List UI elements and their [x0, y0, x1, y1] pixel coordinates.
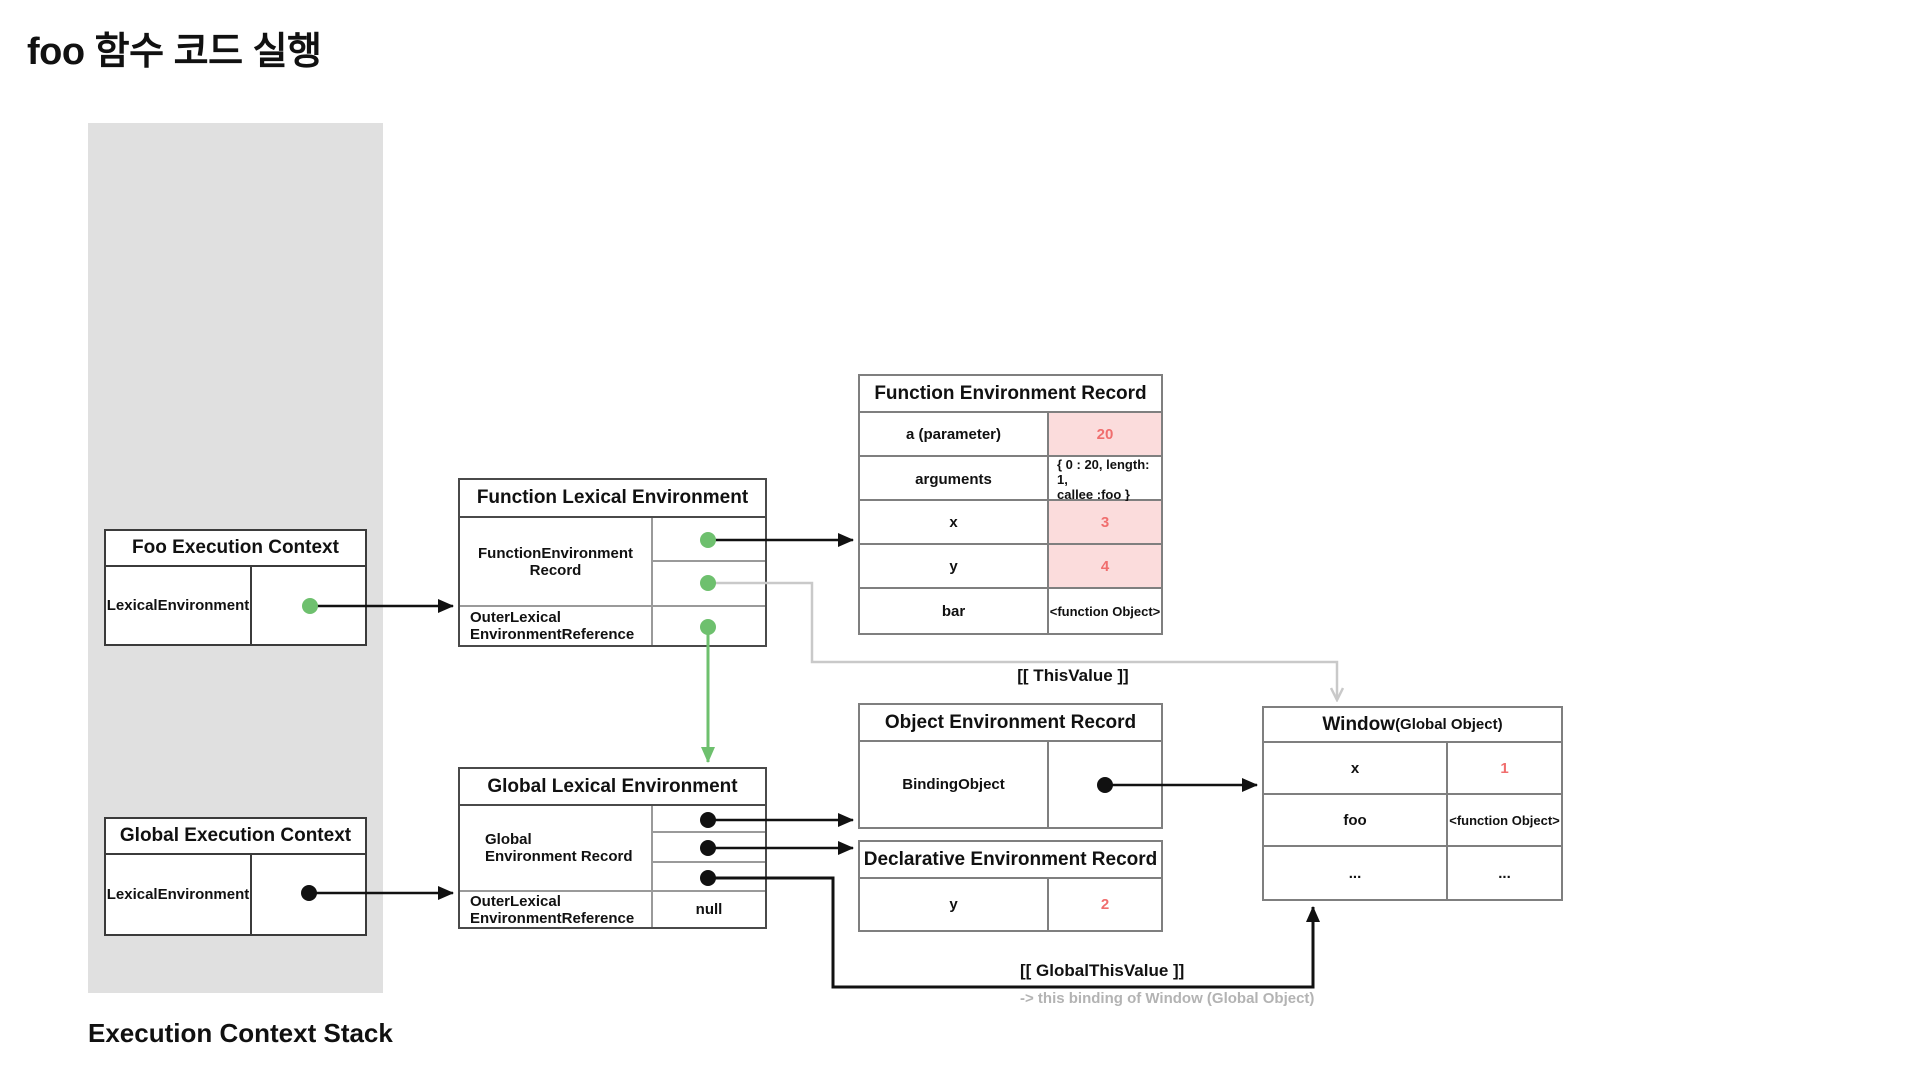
row-key: y — [860, 879, 1049, 930]
global-this-value-annotation: [[ GlobalThisValue ]] — [1020, 961, 1185, 980]
table-row: a (parameter) 20 — [860, 413, 1161, 457]
function-lexical-environment-body: FunctionEnvironment Record OuterLexical … — [460, 518, 765, 645]
table-row: arguments { 0 : 20, length: 1, callee :f… — [860, 457, 1161, 502]
function-lexical-environment-title: Function Lexical Environment — [460, 480, 765, 518]
global-lexical-environment-pointer-cell — [252, 855, 365, 934]
function-lexical-environment-box: Function Lexical Environment FunctionEnv… — [458, 478, 767, 647]
global-environment-record-label: Global Environment Record — [460, 806, 653, 890]
binding-object-pointer-cell — [1049, 742, 1161, 827]
table-row: BindingObject — [860, 742, 1161, 827]
row-value: ... — [1498, 864, 1511, 882]
foo-execution-context-title: Foo Execution Context — [106, 531, 365, 567]
global-execution-context-box: Global Execution Context LexicalEnvironm… — [104, 817, 367, 936]
function-outer-reference-pointer-cell — [653, 605, 765, 645]
global-lexical-environment-label: LexicalEnvironment — [106, 855, 252, 934]
declarative-environment-record-table: Declarative Environment Record y 2 — [858, 840, 1163, 932]
row-value: 1 — [1500, 759, 1509, 777]
global-outer-reference-null-value: null — [653, 890, 765, 927]
window-title-sub: (Global Object) — [1395, 716, 1503, 733]
execution-context-stack-label: Execution Context Stack — [88, 1018, 393, 1048]
row-key: bar — [860, 589, 1049, 633]
global-record-pointer-cell-3 — [653, 863, 765, 890]
function-outer-lexical-reference-label: OuterLexical EnvironmentReference — [460, 605, 653, 645]
function-environment-record-label: FunctionEnvironment Record — [460, 518, 653, 605]
row-value: 4 — [1049, 545, 1161, 587]
binding-object-label: BindingObject — [860, 742, 1049, 827]
table-row: y 4 — [860, 545, 1161, 589]
table-row: x 3 — [860, 501, 1161, 545]
table-row: bar <function Object> — [860, 589, 1161, 633]
table-row: x 1 — [1264, 743, 1561, 795]
row-key: x — [860, 501, 1049, 543]
function-environment-record-table: Function Environment Record a (parameter… — [858, 374, 1163, 635]
row-value: 20 — [1049, 413, 1161, 455]
function-record-pointer-cell-1 — [653, 518, 765, 562]
foo-lexical-environment-row: LexicalEnvironment — [106, 567, 365, 644]
global-record-pointer-cell-2 — [653, 833, 765, 863]
row-value: 3 — [1049, 501, 1161, 543]
row-value: 2 — [1100, 896, 1110, 913]
global-lexical-environment-title: Global Lexical Environment — [460, 769, 765, 806]
row-value: { 0 : 20, length: 1, callee :foo } — [1057, 457, 1150, 502]
page-title: foo 함수 코드 실행 — [27, 31, 322, 73]
global-outer-lexical-reference-label: OuterLexical EnvironmentReference — [460, 890, 653, 927]
function-environment-record-title: Function Environment Record — [860, 376, 1161, 413]
row-key: foo — [1264, 795, 1448, 845]
global-this-binding-note: -> this binding of Window (Global Object… — [1020, 990, 1315, 1007]
row-value: <function Object> — [1049, 603, 1161, 619]
table-row: y 2 — [860, 879, 1161, 930]
row-key: ... — [1264, 847, 1448, 899]
window-global-object-table: Window(Global Object) x 1 foo <function … — [1262, 706, 1563, 901]
foo-execution-context-box: Foo Execution Context LexicalEnvironment — [104, 529, 367, 646]
window-table-title: Window(Global Object) — [1264, 708, 1561, 743]
row-value: <function Object> — [1449, 812, 1560, 828]
table-row: ... ... — [1264, 847, 1561, 899]
global-lexical-environment-row: LexicalEnvironment — [106, 855, 365, 934]
global-lexical-environment-body: Global Environment Record OuterLexical E… — [460, 806, 765, 927]
global-execution-context-title: Global Execution Context — [106, 819, 365, 855]
this-value-annotation: [[ ThisValue ]] — [1017, 666, 1129, 685]
row-key: arguments — [860, 457, 1049, 502]
window-title-main: Window — [1322, 713, 1396, 735]
object-environment-record-title: Object Environment Record — [860, 705, 1161, 742]
function-record-pointer-cell-2 — [653, 562, 765, 605]
row-key: a (parameter) — [860, 413, 1049, 455]
row-key: x — [1264, 743, 1448, 793]
object-environment-record-table: Object Environment Record BindingObject — [858, 703, 1163, 829]
global-record-pointer-cell-1 — [653, 806, 765, 833]
row-key: y — [860, 545, 1049, 587]
table-row: foo <function Object> — [1264, 795, 1561, 847]
global-lexical-environment-box: Global Lexical Environment Global Enviro… — [458, 767, 767, 929]
declarative-environment-record-title: Declarative Environment Record — [860, 842, 1161, 879]
foo-lexical-environment-pointer-cell — [252, 567, 365, 644]
foo-lexical-environment-label: LexicalEnvironment — [106, 567, 252, 644]
